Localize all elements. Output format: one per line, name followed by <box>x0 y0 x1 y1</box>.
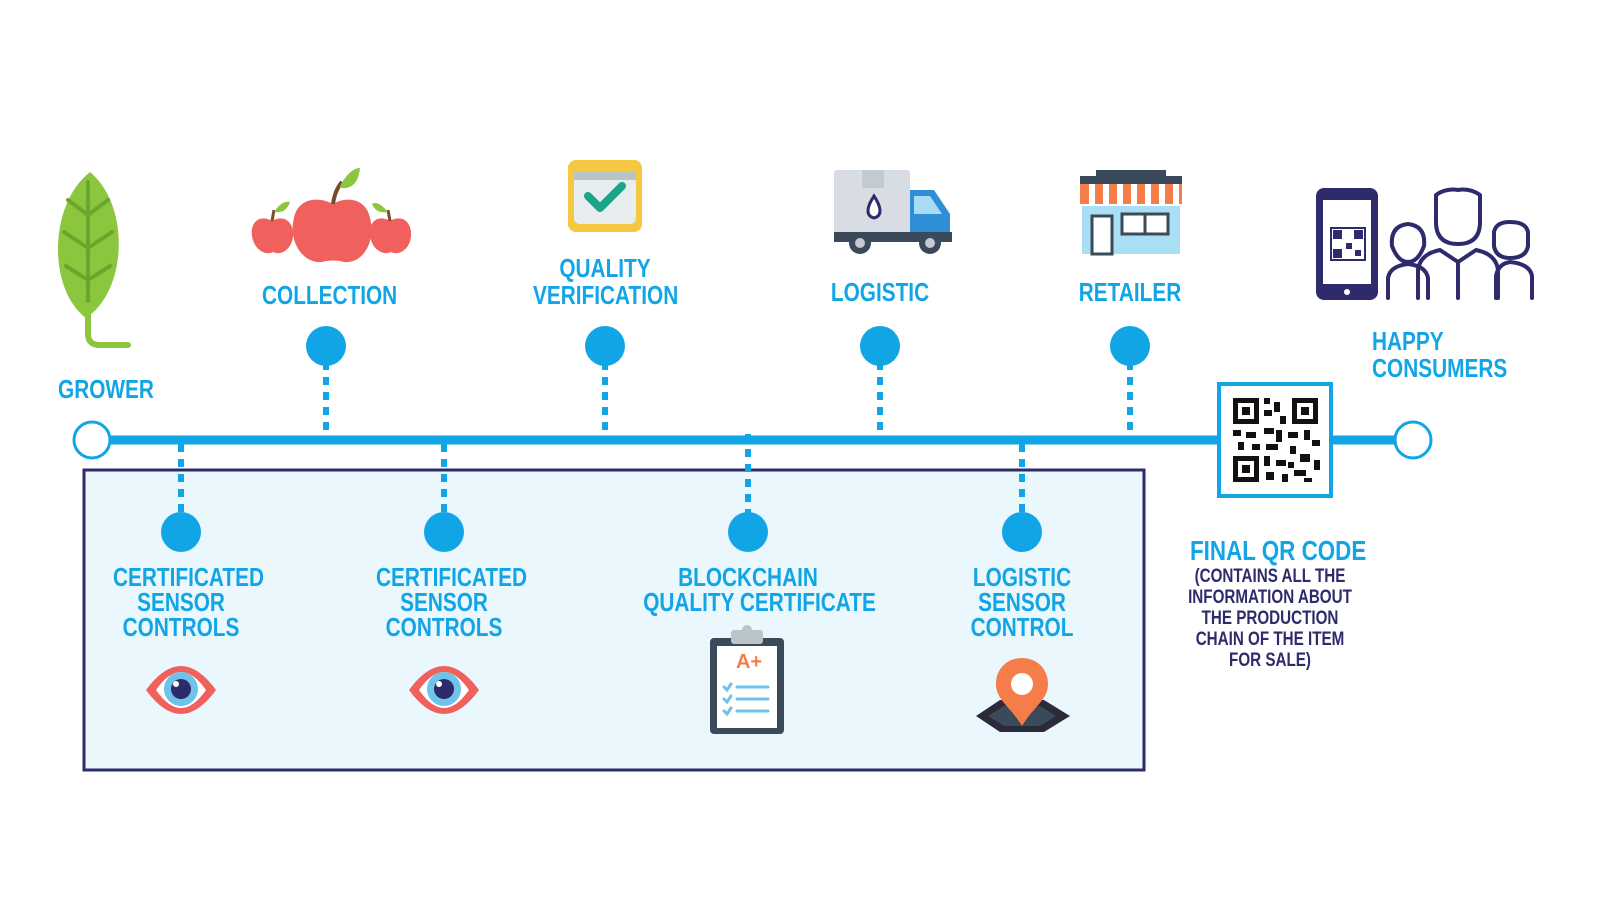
node-sensor-controls-1 <box>161 512 201 552</box>
node-collection <box>306 326 346 366</box>
label-retailer: RETAILER <box>1078 277 1182 307</box>
smartphone-qr-icon <box>1316 188 1378 300</box>
family-icon <box>1386 187 1534 300</box>
control-panel <box>82 468 1146 772</box>
clipboard-icon <box>710 625 784 734</box>
label-collection: COLLECTION <box>262 280 398 310</box>
leaf-icon <box>57 172 131 348</box>
final-qr-title: FINAL QR CODE <box>1190 535 1367 566</box>
node-logistic <box>860 326 900 366</box>
timeline-end-node <box>1393 420 1433 460</box>
checkmark-box-icon <box>568 160 642 232</box>
label-blockchain-certificate: BLOCKCHAIN QUALITY CERTIFICATE <box>643 562 876 617</box>
map-pin-icon <box>976 658 1070 732</box>
label-quality-verification: QUALITY VERIFICATION <box>533 253 679 310</box>
label-logistic-sensor-control: LOGISTIC SENSOR CONTROL <box>970 562 1074 642</box>
label-logistic: LOGISTIC <box>830 277 930 307</box>
eye-icon <box>146 666 216 714</box>
node-quality-verification <box>585 326 625 366</box>
lower-connectors <box>178 434 1025 514</box>
node-retailer <box>1110 326 1150 366</box>
eye-icon <box>409 666 479 714</box>
apples-icon <box>251 168 412 263</box>
label-grower: GROWER <box>58 374 154 404</box>
node-sensor-controls-2 <box>424 512 464 552</box>
timeline-start-node <box>72 420 112 460</box>
qr-code-icon <box>1217 382 1333 498</box>
node-logistic-sensor <box>1002 512 1042 552</box>
label-sensor-controls-1: CERTIFICATED SENSOR CONTROLS <box>113 562 264 642</box>
delivery-truck-icon <box>834 170 952 254</box>
label-sensor-controls-2: CERTIFICATED SENSOR CONTROLS <box>376 562 527 642</box>
grade-badge: A+ <box>735 651 763 673</box>
upper-connectors <box>323 362 1133 436</box>
label-happy-consumers: HAPPY CONSUMERS <box>1372 326 1508 383</box>
store-icon <box>1080 170 1182 256</box>
node-blockchain-certificate <box>728 512 768 552</box>
final-qr-description: (CONTAINS ALL THE INFORMATION ABOUT THE … <box>1188 566 1352 671</box>
